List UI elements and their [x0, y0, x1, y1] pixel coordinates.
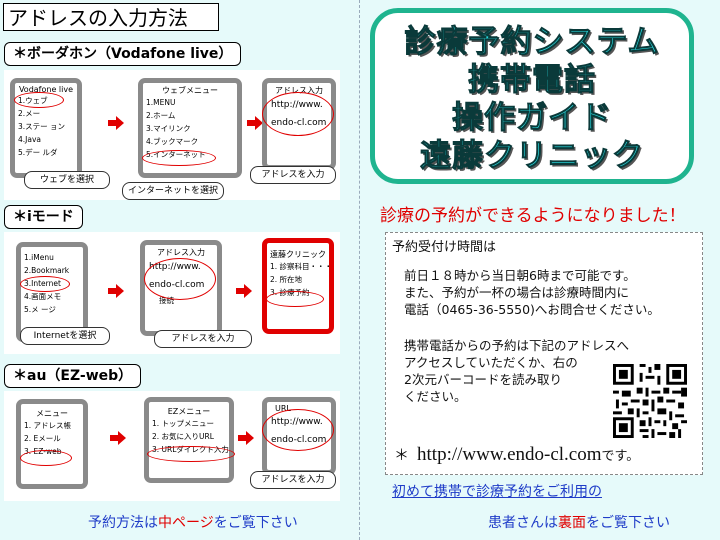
menu-item: 3.ステー ョン — [18, 122, 66, 131]
au-phone-2: EZメニュー 1. トップメニュー 2. お気に入りURL 3. URLダイレク… — [144, 397, 234, 483]
menu-item: 2. Eメール — [24, 434, 61, 443]
page-heading: アドレスの入力方法 — [3, 3, 219, 31]
phone-screen-title: メニュー — [36, 409, 68, 418]
reservation-info-box: 予約受付け時間は 前日１８時から当日朝6時まで可能です。 また、予約が一杯の場合… — [385, 232, 703, 475]
hours-text: 前日１８時から当日朝6時まで可能です。 また、予約が一杯の場合は診療時間内に 電… — [404, 267, 660, 318]
info-line: 前日１８時から当日朝6時まで可能です。 — [404, 268, 636, 283]
phone-screen-title: アドレス入力 — [157, 248, 205, 257]
callout-select-internet: Internetを選択 — [20, 327, 110, 345]
menu-item: 4.Java — [18, 135, 41, 144]
selection-highlight — [144, 258, 216, 300]
section-label-au: ＊au（EZ-web） — [4, 364, 142, 388]
selection-highlight — [20, 450, 72, 466]
footer-text: 患者さんは — [488, 515, 558, 531]
arrow-right-icon — [110, 431, 126, 445]
title-line: 遠藤クリニック — [420, 138, 644, 175]
info-line: 2次元バーコードを読み取り — [404, 372, 562, 387]
phone-screen-title: Vodafone live — [18, 85, 74, 94]
callout-enter-address: アドレスを入力 — [250, 471, 336, 489]
section-label-imode: ＊iモード — [4, 205, 83, 229]
info-line: アクセスしていただくか、右の — [404, 355, 578, 370]
footer-text: をご覧下さい — [213, 515, 298, 531]
first-time-note: 初めて携帯で診療予約をご利用の — [392, 481, 602, 501]
selection-highlight — [20, 276, 70, 292]
access-text: 携帯電話からの予約は下記のアドレスへ アクセスしていただくか、右の 2次元バーコ… — [404, 337, 629, 405]
au-panel: メニュー 1. アドレス帳 2. Eメール 3. EZ-web EZメニュー 1… — [4, 391, 340, 501]
menu-item: 1. 診察科目・・・ — [270, 262, 333, 271]
url-line: ＊ http://www.endo-cl.comです。 — [394, 444, 640, 465]
imode-phone-3: 遠藤クリニック 1. 診察科目・・・ 2. 所在地 3. 診療予約 — [262, 238, 334, 334]
selection-highlight — [262, 92, 334, 136]
callout-select-internet: インターネットを選択 — [122, 182, 224, 200]
arrow-right-icon — [236, 284, 252, 298]
announcement-headline: 診療の予約ができるようになりました！ — [380, 206, 686, 226]
left-footer-note: 予約方法は中ページをご覧下さい — [88, 512, 298, 532]
menu-item: 4.ブックマーク — [146, 137, 199, 146]
selection-highlight — [147, 446, 235, 462]
selection-highlight — [262, 409, 334, 451]
callout-enter-address: アドレスを入力 — [154, 330, 252, 348]
menu-item: 1.iMenu — [24, 253, 54, 262]
info-subtitle: 予約受付け時間は — [392, 240, 497, 255]
bullet-mark: ＊ — [394, 446, 410, 464]
phone-screen-title: ウェブメニュー — [162, 86, 218, 95]
first-time-link[interactable]: 初めて携帯で診療予約をご利用の — [392, 484, 602, 500]
menu-item: 2. 所在地 — [270, 275, 303, 284]
imode-panel: 1.iMenu 2.Bookmark 3.Internet 4.画面メモ 5.メ… — [4, 232, 340, 354]
callout-select-web: ウェブを選択 — [24, 171, 110, 189]
menu-item: 2.メー — [18, 109, 41, 118]
right-footer-note: 患者さんは裏面をご覧下さい — [488, 512, 670, 532]
vodafone-panel: Vodafone live 1.ウェブ 2.メー 3.ステー ョン 4.Java… — [4, 70, 340, 200]
phone-screen-title: URL — [275, 404, 291, 413]
info-line: 電話（0465-36-5550)へお問合せください。 — [404, 302, 660, 317]
clinic-url-link[interactable]: http://www.endo-cl.com — [417, 444, 602, 465]
url-suffix: です。 — [601, 449, 640, 464]
info-line: ください。 — [404, 389, 467, 404]
menu-item: 2.Bookmark — [24, 266, 70, 275]
menu-item: 3.マイリンク — [146, 124, 191, 133]
footer-highlight: 裏面 — [558, 515, 586, 531]
au-phone-1: メニュー 1. アドレス帳 2. Eメール 3. EZ-web — [16, 399, 88, 489]
menu-item: 5.メ ージ — [24, 305, 56, 314]
phone-screen-title: アドレス入力 — [275, 86, 323, 95]
qr-code-icon — [613, 364, 687, 438]
menu-item: 1. アドレス帳 — [24, 421, 72, 430]
title-line: 操作ガイド — [452, 100, 612, 137]
arrow-right-icon — [108, 284, 124, 298]
title-line: 携帯電話 — [468, 62, 596, 99]
callout-enter-address: アドレスを入力 — [250, 166, 336, 184]
selection-highlight — [142, 150, 216, 166]
phone-screen-title: EZメニュー — [167, 407, 211, 416]
footer-highlight: 中ページ — [158, 515, 214, 531]
info-line: 携帯電話からの予約は下記のアドレスへ — [404, 338, 630, 353]
selection-highlight — [266, 291, 324, 307]
arrow-right-icon — [238, 431, 254, 445]
section-label-vodafone: ＊ボーダホン（Vodafone live） — [4, 42, 242, 66]
menu-item: 5.デー ルダ — [18, 148, 58, 157]
footer-text: 予約方法は — [88, 515, 158, 531]
menu-item: 2.ホーム — [146, 111, 176, 120]
menu-item: 4.画面メモ — [24, 292, 62, 301]
info-line: また、予約が一杯の場合は診療時間内に — [404, 285, 630, 300]
footer-text: をご覧下さい — [586, 515, 670, 531]
guide-title-box: 診療予約システム 携帯電話 操作ガイド 遠藤クリニック — [370, 8, 694, 184]
title-line: 診療予約システム — [404, 24, 660, 61]
center-fold-divider — [359, 0, 360, 540]
menu-item: 1.MENU — [146, 98, 176, 107]
phone-screen-title: 遠藤クリニック — [270, 250, 326, 259]
arrow-right-icon — [108, 116, 124, 130]
arrow-right-icon — [247, 116, 263, 130]
connect-label: 接続 — [159, 296, 174, 305]
menu-item: 1. トップメニュー — [152, 419, 215, 428]
menu-item: 2. お気に入りURL — [152, 432, 214, 441]
selection-highlight — [14, 92, 64, 108]
